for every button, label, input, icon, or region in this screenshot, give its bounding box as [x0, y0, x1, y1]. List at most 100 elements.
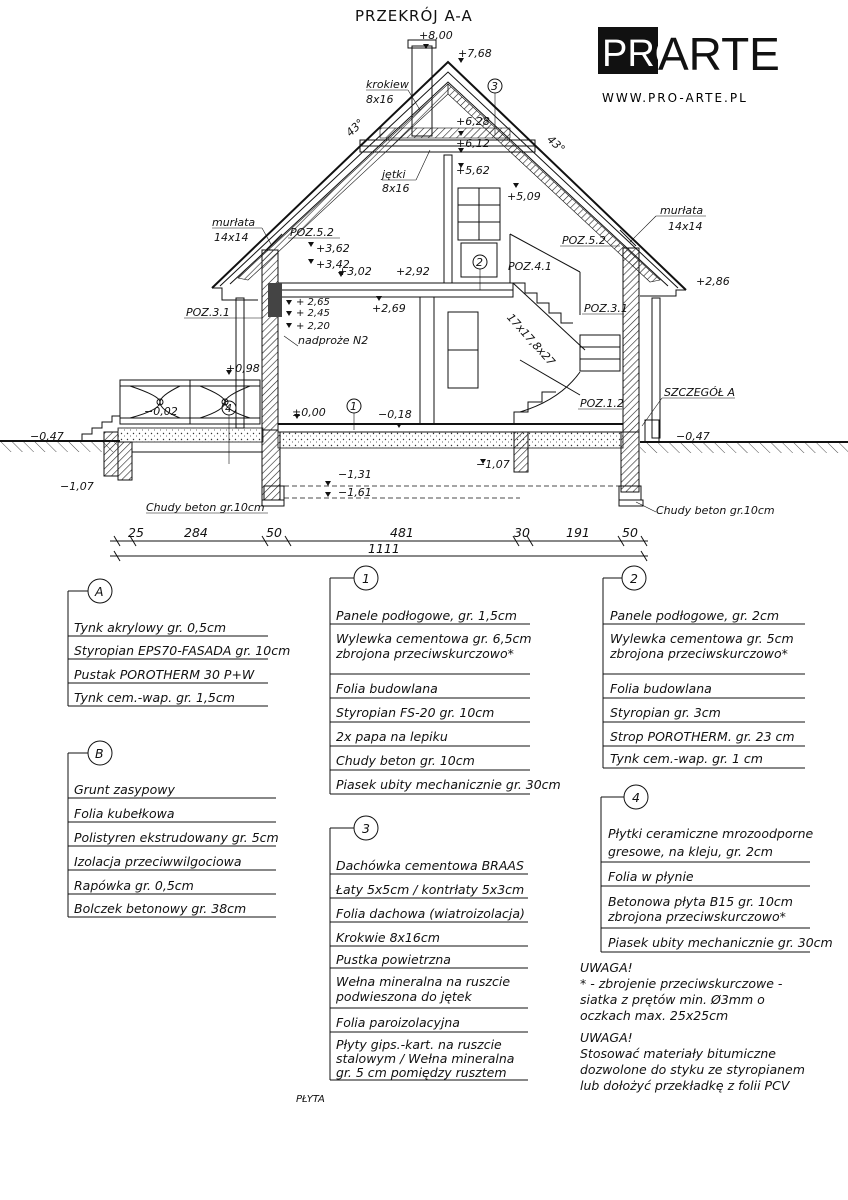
proarte-logo: PRO ARTE WWW.PRO-ARTE.PL [598, 27, 780, 105]
staircase [509, 233, 621, 424]
krokiew-size: 8x16 [366, 93, 394, 106]
first-floor-slab [268, 282, 514, 317]
level-m131: −1,31 [338, 468, 372, 481]
level-342: +3,42 [316, 258, 350, 271]
roof-angle-left: 43° [344, 116, 367, 139]
svg-text:Betonowa płyta B15 gr. 10cm: Betonowa płyta B15 gr. 10cm [608, 894, 793, 909]
level-628: +6,28 [456, 115, 490, 128]
level-269: +2,69 [372, 302, 406, 315]
svg-text:Krokwie 8x16cm: Krokwie 8x16cm [336, 930, 440, 945]
poz41: POZ.4.1 [508, 260, 552, 273]
level-m002: −0,02 [144, 405, 178, 418]
dim-seg-7: 50 [622, 525, 638, 540]
dimension-chain: 25 284 50 481 30 191 50 1111 [110, 525, 648, 562]
level-362: +3,62 [316, 242, 350, 255]
note-1-title: UWAGA! [580, 960, 633, 975]
level-m107-right: −1,07 [476, 458, 510, 471]
svg-text:Grunt zasypowy: Grunt zasypowy [74, 782, 175, 797]
level-220: + 2,20 [296, 321, 330, 332]
level-509: +5,09 [507, 190, 541, 203]
level-m107-left: −1,07 [60, 480, 94, 493]
svg-text:Tynk cem.-wap. gr. 1,5cm: Tynk cem.-wap. gr. 1,5cm [74, 690, 235, 705]
svg-text:Panele podłogowe, gr. 1,5cm: Panele podłogowe, gr. 1,5cm [336, 608, 517, 623]
svg-text:Wylewka cementowa gr. 5cm: Wylewka cementowa gr. 5cm [610, 631, 794, 646]
poz31-left: POZ.3.1 [186, 306, 230, 319]
legend-2: 2 Panele podłogowe, gr. 2cm Wylewka ceme… [602, 565, 805, 769]
dim-seg-4: 481 [390, 525, 414, 540]
legend-a-id: A [94, 584, 104, 599]
svg-text:Folia w płynie: Folia w płynie [608, 869, 694, 884]
svg-text:Płytki ceramiczne mrozoodporne: Płytki ceramiczne mrozoodporne [608, 826, 814, 841]
svg-text:Pustak POROTHERM 30 P+W: Pustak POROTHERM 30 P+W [74, 667, 255, 682]
svg-text:Płyty gips.-kart. na ruszcie: Płyty gips.-kart. na ruszcie [336, 1037, 502, 1052]
poz52-left: POZ.5.2 [290, 226, 334, 239]
jetki-size: 8x16 [382, 182, 410, 195]
dim-seg-6: 191 [566, 525, 590, 540]
logo-website: WWW.PRO-ARTE.PL [602, 91, 748, 105]
legend-4: 4 Płytki ceramiczne mrozoodporne gresowe… [600, 784, 833, 953]
note-2-line-3: lub dołożyć przekładkę z folii PCV [580, 1078, 791, 1093]
level-800: +8,00 [419, 29, 453, 42]
level-562: +5,62 [456, 164, 490, 177]
dim-seg-2: 284 [184, 525, 208, 540]
terrace [117, 379, 264, 481]
stairs-dimensions: 17x17,8x27 [504, 311, 557, 368]
level-m047-right: −0,47 [676, 430, 710, 443]
legend-1-id: 1 [362, 571, 370, 586]
svg-text:Bolczek betonowy gr. 38cm: Bolczek betonowy gr. 38cm [74, 901, 246, 916]
svg-text:gr. 5 cm pomiędzy rusztem: gr. 5 cm pomiędzy rusztem [336, 1065, 507, 1080]
svg-text:Panele podłogowe, gr. 2cm: Panele podłogowe, gr. 2cm [610, 608, 779, 623]
legend-3-id: 3 [362, 821, 370, 836]
level-292: +2,92 [396, 265, 430, 278]
svg-text:zbrojona przeciwskurczowo*: zbrojona przeciwskurczowo* [609, 646, 788, 661]
svg-text:Wełna mineralna na ruszcie: Wełna mineralna na ruszcie [336, 974, 510, 989]
svg-text:Piasek ubity mechanicznie gr.: Piasek ubity mechanicznie gr. 30cm [608, 935, 833, 950]
svg-text:zbrojona przeciwskurczowo*: zbrojona przeciwskurczowo* [607, 909, 786, 924]
level-245: + 2,45 [296, 308, 330, 319]
krokiew-label: krokiew [366, 78, 409, 91]
marker-2: 2 [476, 256, 483, 269]
svg-text:Strop POROTHERM. gr. 23 cm: Strop POROTHERM. gr. 23 cm [610, 729, 795, 744]
dim-seg-3: 50 [266, 525, 282, 540]
jetki-label: jętki [380, 168, 406, 181]
svg-text:zbrojona przeciwskurczowo*: zbrojona przeciwskurczowo* [335, 646, 514, 661]
legend-a: A Tynk akrylowy gr. 0,5cm Styropian EPS7… [67, 578, 290, 707]
svg-text:Folia kubełkowa: Folia kubełkowa [74, 806, 175, 821]
dim-seg-5: 30 [514, 525, 530, 540]
ground-floor-slab [277, 423, 624, 449]
legend-4-id: 4 [632, 790, 640, 805]
level-m161: −1,61 [338, 486, 372, 499]
note-1-line-2: siatka z prętów min. Ø3mm o [580, 992, 765, 1007]
svg-text:Wylewka cementowa gr. 6,5cm: Wylewka cementowa gr. 6,5cm [336, 631, 532, 646]
legend-b: B Grunt zasypowy Folia kubełkowa Polisty… [67, 740, 279, 918]
murlata-right-size: 14x14 [668, 220, 703, 233]
poz52-right: POZ.5.2 [562, 234, 606, 247]
dim-total: 1111 [368, 541, 400, 556]
murlata-left-label: murłata [212, 216, 255, 229]
murlata-left-size: 14x14 [214, 231, 249, 244]
svg-text:Łaty 5x5cm / kontrłaty 5x3cm: Łaty 5x5cm / kontrłaty 5x3cm [335, 882, 524, 897]
level-612: +6,12 [456, 137, 490, 150]
svg-text:Rapówka gr. 0,5cm: Rapówka gr. 0,5cm [74, 878, 194, 893]
notes: UWAGA! * - zbrojenie przeciwskurczowe - … [580, 960, 805, 1093]
level-768: +7,68 [458, 47, 492, 60]
svg-text:PRO: PRO [602, 33, 684, 75]
note-1-line-1: * - zbrojenie przeciwskurczowe - [580, 976, 783, 991]
szczegol-label: SZCZEGÓŁ A [664, 386, 735, 399]
svg-text:Chudy beton gr. 10cm: Chudy beton gr. 10cm [336, 753, 475, 768]
svg-text:stalowym / Wełna mineralna: stalowym / Wełna mineralna [336, 1051, 514, 1066]
svg-text:2x papa na lepiku: 2x papa na lepiku [336, 729, 448, 744]
level-000: ±0,00 [292, 406, 326, 419]
chudy-beton-left: Chudy beton gr.10cm [146, 501, 265, 514]
interior-wall [419, 154, 501, 425]
svg-text:Tynk cem.-wap. gr. 1 cm: Tynk cem.-wap. gr. 1 cm [610, 751, 763, 766]
footer-text: PŁYTA [296, 1094, 325, 1105]
svg-text:Styropian gr. 3cm: Styropian gr. 3cm [610, 705, 721, 720]
svg-text:Styropian FS-20 gr. 10cm: Styropian FS-20 gr. 10cm [336, 705, 494, 720]
level-labels: +8,00 +7,68 +6,28 +6,12 +5,62 +5,09 +3,6… [30, 29, 730, 499]
level-m018: −0,18 [378, 408, 412, 421]
ground [0, 440, 848, 453]
marker-3: 3 [491, 80, 498, 93]
svg-text:podwieszona do jętek: podwieszona do jętek [335, 989, 472, 1004]
